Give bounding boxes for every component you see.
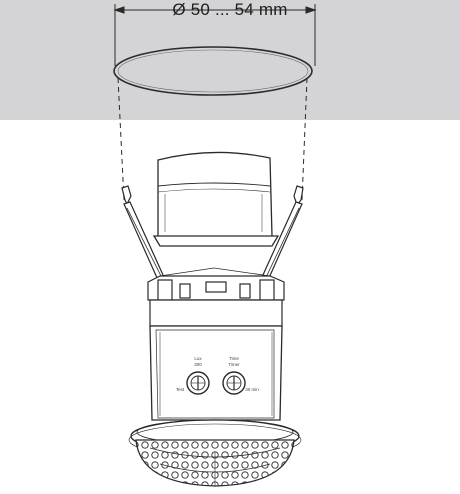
lux-label-top: Lux (194, 356, 202, 361)
time-label-bottom: Timer (228, 362, 240, 367)
cutout-hole (113, 46, 313, 96)
spring-clips (121, 185, 304, 291)
dimension-line (113, 4, 317, 66)
alignment-guides (117, 77, 308, 201)
sensor-body (149, 325, 283, 421)
mounting-frame (147, 267, 285, 327)
test-label: Test (176, 387, 185, 392)
time-max-label: 30 min (245, 387, 259, 392)
time-label-top: Time (229, 356, 239, 361)
lux-label-bottom: 300 (194, 362, 202, 367)
control-panel: Lux 300 Time Timer Test 30 min (176, 356, 259, 395)
dimension-label: Ø 50 ... 54 mm (172, 0, 288, 19)
lens-dome (135, 439, 295, 487)
sensor-cover-cap (152, 151, 280, 247)
